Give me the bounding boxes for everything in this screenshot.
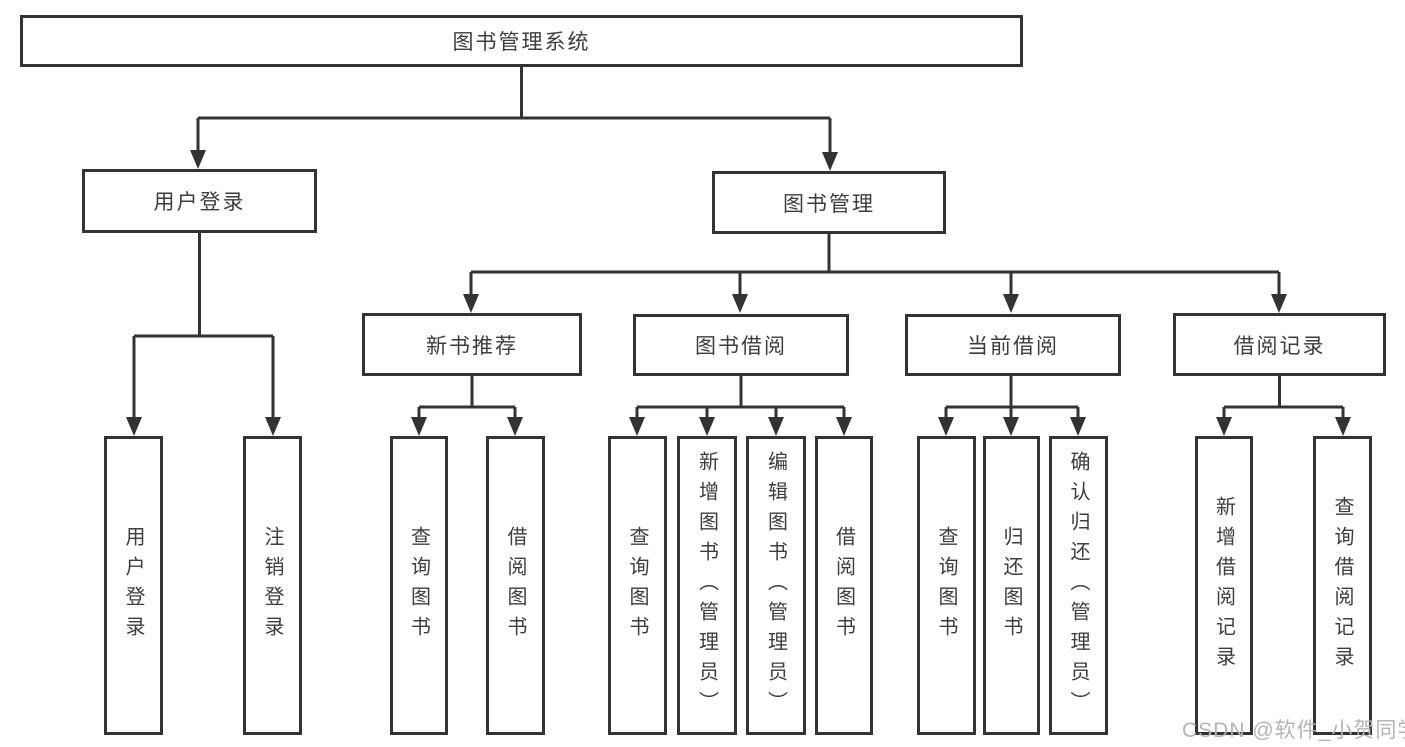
arrowhead-icon: [732, 294, 748, 313]
node-borrowing-records: 借阅记录: [1173, 313, 1386, 376]
leaf-return-books: 归还图书: [983, 436, 1040, 735]
leaf-borrow-books-recommend: 借阅图书: [486, 436, 545, 735]
leaf-user-login: 用户登录: [104, 436, 163, 735]
arrowhead-icon: [699, 417, 715, 436]
arrowhead-icon: [126, 417, 142, 436]
arrowhead-icon: [768, 417, 784, 436]
arrowhead-icon: [1335, 417, 1351, 436]
leaf-confirm-return-admin: 确认归还（管理员）: [1049, 436, 1108, 735]
arrowhead-icon: [190, 150, 206, 169]
node-new-book-recommendation: 新书推荐: [362, 313, 582, 376]
arrowhead-icon: [1003, 294, 1019, 313]
arrowhead-icon: [1070, 417, 1086, 436]
arrowhead-icon: [1271, 294, 1287, 313]
arrowhead-icon: [1003, 417, 1019, 436]
arrowhead-icon: [822, 152, 838, 171]
node-current-borrowing: 当前借阅: [905, 314, 1121, 376]
arrowhead-icon: [1216, 417, 1232, 436]
arrowhead-icon: [629, 417, 645, 436]
watermark: CSDN @软件_小贺同学: [1182, 719, 1405, 742]
leaf-search-books-recommend: 查询图书: [390, 436, 448, 735]
leaf-edit-book-admin: 编辑图书（管理员）: [746, 436, 806, 735]
arrowhead-icon: [836, 417, 852, 436]
leaf-search-books-borrowing: 查询图书: [608, 436, 667, 735]
arrowhead-icon: [938, 417, 954, 436]
arrowheads-group: [126, 118, 1351, 436]
leaf-logout: 注销登录: [243, 436, 302, 735]
arrowhead-icon: [507, 417, 523, 436]
node-book-borrowing: 图书借阅: [633, 314, 849, 376]
node-user-login: 用户登录: [82, 169, 317, 233]
leaf-search-books-current: 查询图书: [917, 436, 976, 735]
leaf-borrow-books-borrowing: 借阅图书: [815, 436, 873, 735]
arrowhead-icon: [265, 417, 281, 436]
leaf-search-borrow-record: 查询借阅记录: [1313, 436, 1372, 735]
leaf-add-borrow-record: 新增借阅记录: [1195, 436, 1253, 735]
connector-trunk-lines: [134, 67, 1343, 409]
node-book-management: 图书管理: [712, 171, 946, 234]
leaf-add-book-admin: 新增图书（管理员）: [677, 436, 737, 735]
arrowhead-icon: [411, 417, 427, 436]
node-library-system: 图书管理系统: [20, 15, 1023, 67]
arrowhead-icon: [463, 294, 479, 313]
